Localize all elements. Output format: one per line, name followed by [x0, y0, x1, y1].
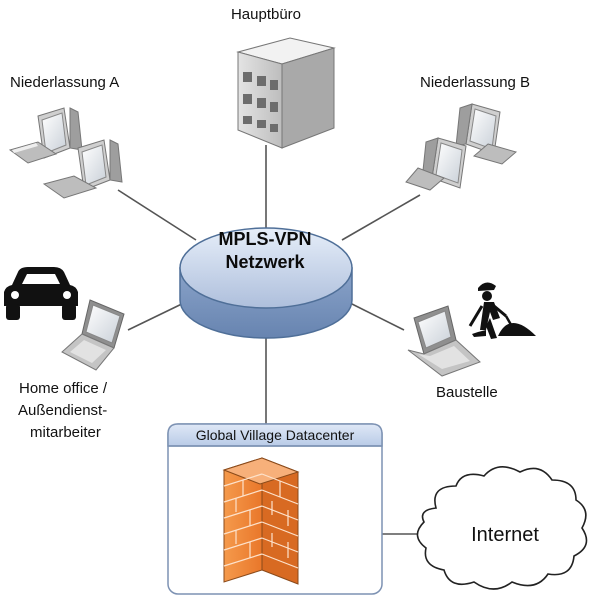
label-niederlassung-b: Niederlassung B — [420, 74, 531, 91]
label-home-office-line1: Home office / — [19, 380, 108, 397]
link-home-office — [127, 299, 191, 331]
server-building-icon — [236, 37, 336, 149]
label-home-office-line3: mitarbeiter — [30, 424, 101, 441]
mpls-hub — [179, 227, 353, 339]
link-baustelle — [343, 299, 405, 331]
link-niederlassung-b — [341, 194, 421, 241]
construction-worker-icon — [468, 282, 536, 339]
label-home-office-line2: Außendienst- — [18, 402, 108, 419]
laptop-icon — [407, 305, 481, 377]
label-internet: Internet — [471, 524, 539, 546]
link-niederlassung-a — [117, 189, 197, 241]
car-icon — [4, 267, 78, 320]
hub-label: MPLS-VPN Netzwerk — [176, 228, 354, 274]
hub-label-line2: Netzwerk — [225, 252, 305, 272]
desktop-computer-icon — [42, 139, 123, 199]
label-baustelle: Baustelle — [436, 384, 498, 401]
laptop-icon — [61, 299, 125, 371]
datacenter-title: Global Village Datacenter — [195, 427, 355, 443]
desktop-computer-icon — [455, 103, 518, 165]
firewall-icon — [222, 457, 300, 585]
desktop-computer-icon — [8, 107, 83, 164]
label-hauptbuero: Hauptbüro — [230, 6, 302, 23]
cloud-icon — [416, 466, 588, 590]
label-niederlassung-a: Niederlassung A — [10, 74, 120, 91]
desktop-computer-icon — [405, 137, 467, 191]
hub-label-line1: MPLS-VPN — [218, 229, 312, 249]
